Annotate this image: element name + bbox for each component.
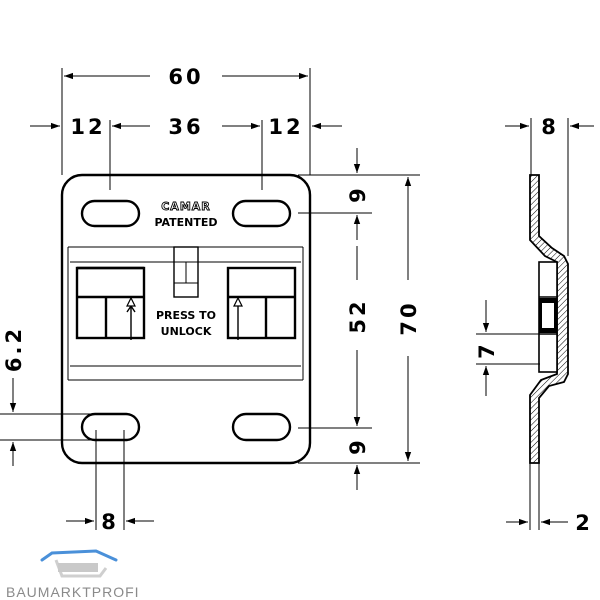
patented-label: PATENTED — [154, 216, 217, 229]
slot-bottom-left — [80, 412, 141, 442]
dim-top-offset: 9 — [346, 185, 370, 203]
press-arrow-left — [126, 296, 136, 340]
slot-bottom-right — [231, 412, 292, 442]
side-view: 8 7 2 — [475, 115, 594, 535]
press-arrow-right — [233, 296, 243, 340]
dim-right-margin: 12 — [268, 115, 303, 139]
dim-side-step: 7 — [475, 341, 499, 359]
unlock-label: UNLOCK — [161, 325, 212, 338]
dimensions-front: 60 12 36 12 9 52 9 70 6.2 — [0, 65, 421, 534]
brand-name: CAMAR — [161, 200, 211, 213]
dim-side-width: 8 — [541, 115, 559, 139]
dim-center: 36 — [168, 115, 203, 139]
dim-left-height: 6.2 — [2, 326, 26, 372]
dim-height-total: 70 — [397, 300, 421, 335]
dim-slot-pitch: 52 — [346, 298, 370, 333]
slot-top-left — [80, 199, 141, 228]
dim-bottom-offset: 9 — [346, 437, 370, 455]
dim-slot-width: 8 — [101, 510, 119, 534]
watermark-text: BAUMARKTPROFI — [6, 584, 140, 600]
slot-top-right — [231, 199, 292, 228]
logo-roof-icon — [40, 549, 118, 562]
dim-width-total: 60 — [168, 65, 203, 89]
watermark-logo: BAUMARKTPROFI — [6, 549, 140, 600]
latch-left — [75, 266, 146, 340]
press-to-label: PRESS TO — [156, 309, 216, 322]
center-tab — [173, 246, 199, 298]
dim-thickness: 2 — [575, 511, 593, 535]
plate-front-view: CAMAR PATENTED PRESS TO UNLOCK — [60, 173, 312, 465]
dim-left-margin: 12 — [70, 115, 105, 139]
latch-right — [226, 266, 297, 340]
plate-outline — [60, 173, 312, 465]
